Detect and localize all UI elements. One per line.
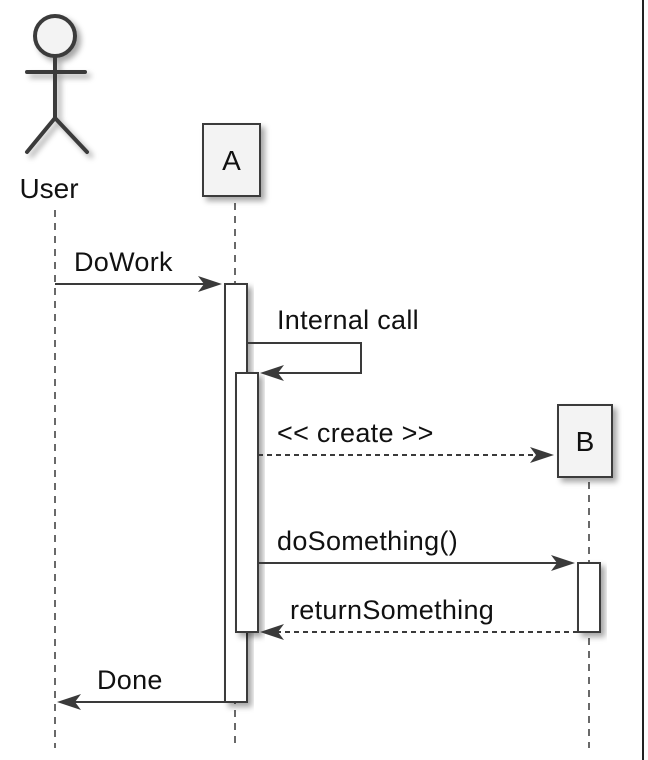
message-dowork-label: DoWork	[74, 247, 173, 277]
message-internal-call-arrow	[247, 342, 362, 374]
message-done-arrowhead	[57, 694, 81, 710]
participant-a-label: A	[222, 145, 241, 176]
message-create-arrowhead	[530, 447, 554, 463]
message-do-something-label: doSomething()	[277, 526, 458, 556]
activation-b	[577, 562, 601, 633]
message-internal-call-arrowhead	[260, 365, 284, 381]
message-internal-call-label: Internal call	[277, 305, 419, 335]
participant-a-box	[202, 123, 261, 197]
message-do-something-arrowhead	[551, 555, 575, 571]
message-create-label: << create >>	[277, 418, 434, 448]
participant-user-label: User	[19, 173, 78, 204]
message-done-label: Done	[97, 665, 163, 695]
activation-a-inner	[235, 372, 259, 633]
message-return-something-label: returnSomething	[290, 595, 494, 625]
user-actor-icon	[25, 14, 89, 154]
message-dowork-arrowhead	[198, 276, 222, 292]
participant-b-label: B	[576, 426, 595, 457]
participant-b-box	[557, 404, 613, 478]
message-return-something-arrowhead	[260, 624, 284, 640]
